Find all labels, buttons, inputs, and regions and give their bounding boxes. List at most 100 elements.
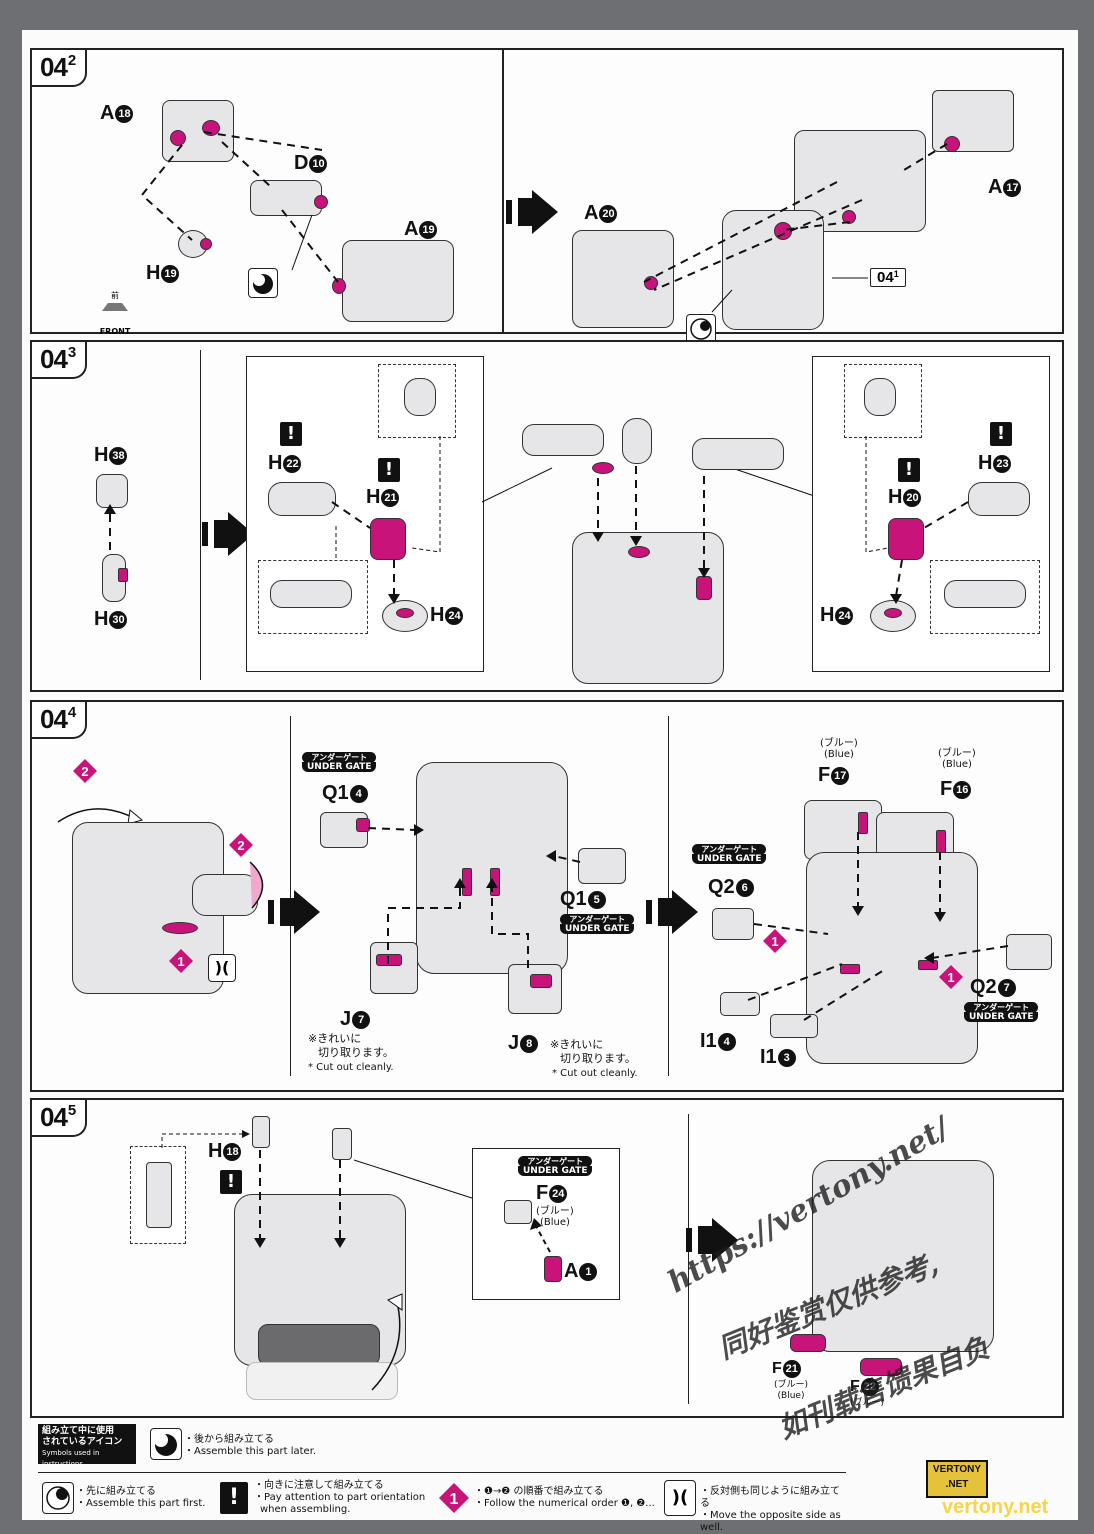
peg-magenta <box>162 922 198 934</box>
order-badge: 2 <box>229 833 253 857</box>
blue-note: (ブルー)(Blue) <box>820 738 858 760</box>
arm-left <box>522 424 604 456</box>
inset-top <box>844 364 922 438</box>
rotate-arrow <box>371 1293 403 1391</box>
peg-magenta <box>118 568 128 582</box>
part-j7 <box>370 942 418 994</box>
step-divider <box>290 716 291 1076</box>
part-joint-side <box>270 580 352 608</box>
part-j8 <box>508 964 562 1014</box>
peg-magenta <box>858 812 868 834</box>
legend-first: ・先に組み立てる・Assemble this part first. <box>76 1486 206 1509</box>
peg-magenta <box>200 238 212 250</box>
arm-right <box>692 438 784 470</box>
step-divider <box>668 716 669 1076</box>
svg-text:2: 2 <box>237 838 244 853</box>
part-h18-side <box>146 1162 172 1228</box>
next-arrow <box>686 1218 738 1262</box>
assemble-first-icon <box>686 314 716 344</box>
assemble-later-icon <box>248 268 278 298</box>
legend-later: ・後から組み立てる・Assemble this part later. <box>184 1434 317 1457</box>
peg-magenta <box>530 974 552 988</box>
peg-magenta <box>592 462 614 474</box>
part-a1 <box>544 1256 562 1282</box>
assembly-arrows <box>643 143 948 313</box>
part-f22 <box>860 1358 902 1376</box>
order-badge: 1 <box>763 929 787 953</box>
cut-note-en: * Cut out cleanly. <box>552 1068 638 1079</box>
site-name: vertony.net <box>942 1496 1049 1518</box>
peg-magenta <box>462 868 472 896</box>
part-q26 <box>712 908 754 940</box>
part-h23 <box>968 482 1030 516</box>
part-h18 <box>252 1116 270 1148</box>
part-f24 <box>504 1200 532 1224</box>
blue-note: (ブルー) <box>850 1398 885 1408</box>
inset-top <box>378 364 456 438</box>
blue-note: (ブルー)(Blue) <box>938 748 976 770</box>
next-arrow <box>646 890 698 934</box>
assembly-arrows <box>331 436 833 604</box>
assembly-arrows <box>104 504 116 550</box>
next-arrow <box>268 890 320 934</box>
peg-magenta <box>884 608 902 618</box>
assembly-arrows <box>865 436 969 604</box>
part-i14 <box>720 992 760 1016</box>
ref-04-1: 041 <box>870 268 906 287</box>
orientation-icon: ! <box>378 458 400 482</box>
peg-magenta <box>332 278 346 294</box>
peg-magenta <box>918 960 938 970</box>
front-icon: 前 FRONT <box>99 291 131 336</box>
blue-note: (ブルー)(Blue) <box>774 1380 809 1401</box>
vertony-badge: VERTONY .NET <box>926 1460 988 1498</box>
opposite-side-icon: )( <box>208 954 236 982</box>
part-h18b <box>332 1128 352 1160</box>
step-divider <box>688 1114 689 1404</box>
peg-magenta <box>842 210 856 224</box>
svg-text:1: 1 <box>450 1491 459 1508</box>
arm-detached <box>192 874 258 916</box>
step-divider <box>502 50 504 332</box>
assembled-body <box>572 532 724 684</box>
step-divider <box>200 350 201 680</box>
step-label: 043 <box>32 342 88 379</box>
assembly-arrows <box>530 1218 551 1253</box>
part-elbow <box>404 378 436 416</box>
peg-magenta <box>840 964 860 974</box>
part-h22 <box>268 482 336 516</box>
step-label: 045 <box>32 1100 88 1137</box>
peg-magenta <box>628 546 650 558</box>
head-ball <box>622 418 652 464</box>
peg-magenta <box>314 195 328 209</box>
step-label: 044 <box>32 702 88 739</box>
hip-ghost <box>246 1362 398 1400</box>
part-q15 <box>578 848 626 884</box>
peg-magenta <box>356 818 370 832</box>
cut-note-en: * Cut out cleanly. <box>308 1062 394 1073</box>
legend-order: ・❶→❷ の順番で組み立てる・Follow the numerical orde… <box>474 1486 655 1509</box>
waist-base <box>258 1324 380 1366</box>
